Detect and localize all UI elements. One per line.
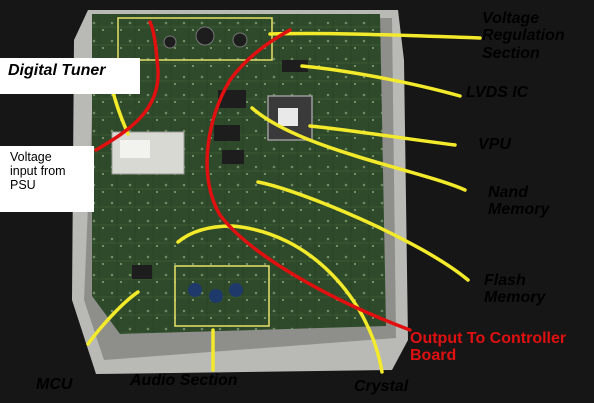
label-output-line1: Output To Controller [410, 330, 567, 347]
label-output-controller-board: Output To Controller Board [410, 330, 566, 365]
label-flash-line2: Memory [484, 289, 546, 307]
label-digital-tuner: Digital Tuner [8, 62, 106, 79]
label-vpu: VPU [478, 136, 511, 153]
arrow-flash [256, 180, 470, 282]
pcb-board [92, 14, 386, 334]
arrow-output-controller [205, 28, 412, 332]
yellow-arrows [86, 31, 482, 374]
label-output-line2: Board [410, 347, 457, 365]
arrow-nand [250, 106, 467, 192]
nand-chip [218, 90, 246, 108]
mcu-chip [132, 265, 152, 279]
arrow-mcu [86, 290, 140, 346]
label-nand-line2: Memory [488, 201, 550, 219]
label-nand-memory: Nand Memory [488, 184, 549, 219]
arrow-voltage-regulation [268, 31, 482, 40]
lvds-chip [282, 60, 308, 72]
label-voltage-input-line3: PSU [10, 178, 36, 192]
label-lvds-ic: LVDS IC [466, 84, 529, 101]
label-mcu: MCU [36, 376, 73, 393]
digital-tuner-label-bg [0, 58, 140, 94]
flash-chip [214, 125, 240, 141]
label-audio-section: Audio Section [130, 372, 238, 389]
label-voltage-input-line1: Voltage [10, 150, 52, 164]
red-arrows [94, 20, 412, 332]
label-voltage-input: Voltage input from PSU [10, 150, 66, 192]
arrow-lvds [300, 64, 462, 98]
label-voltage-regulation-line3: Section [482, 44, 540, 62]
label-voltage-regulation-line2: Regulation [482, 27, 565, 45]
label-crystal: Crystal [354, 378, 409, 395]
label-flash-line1: Flash [484, 272, 526, 289]
voltage-input-label-bg [0, 146, 94, 212]
label-voltage-input-line2: input from [10, 164, 66, 178]
label-voltage-regulation-line1: Voltage [482, 10, 540, 27]
arrow-voltage-input [94, 20, 160, 152]
label-nand-line1: Nand [488, 184, 528, 201]
arrow-crystal [176, 224, 384, 374]
label-voltage-regulation-section: Voltage Regulation Section [482, 10, 565, 62]
arrow-vpu [308, 124, 457, 147]
label-flash-memory: Flash Memory [484, 272, 545, 307]
audio-section-box [174, 265, 270, 327]
